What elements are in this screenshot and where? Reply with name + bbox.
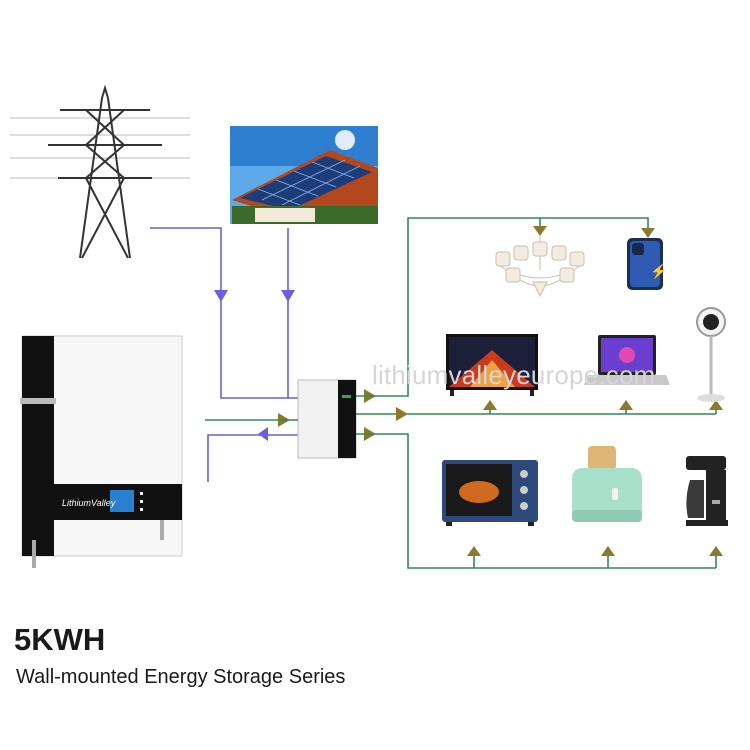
watermark: lithiumvalleyeurope.com xyxy=(372,360,656,390)
page-subtitle: Wall-mounted Energy Storage Series xyxy=(16,666,346,688)
laptop-icon xyxy=(584,335,670,385)
grid-flow-arrows xyxy=(214,290,295,441)
inverter-icon xyxy=(297,379,357,459)
smartphone-icon: ⚡ xyxy=(627,238,667,290)
svg-text:⚡: ⚡ xyxy=(650,263,667,280)
battery-icon: LithiumValley xyxy=(20,335,183,568)
chandelier-icon xyxy=(495,236,585,298)
page-title: 5KWH xyxy=(14,622,106,657)
tv-icon xyxy=(446,334,538,396)
solar-house-icon xyxy=(230,126,378,224)
oven-icon xyxy=(442,460,538,526)
power-pylon-icon xyxy=(10,84,190,259)
toaster-icon xyxy=(572,446,642,522)
battery-brand-logo: LithiumValley xyxy=(62,498,116,508)
coffee-maker-icon xyxy=(686,456,728,526)
fan-icon xyxy=(696,307,726,402)
load-flow-arrows xyxy=(396,226,723,556)
